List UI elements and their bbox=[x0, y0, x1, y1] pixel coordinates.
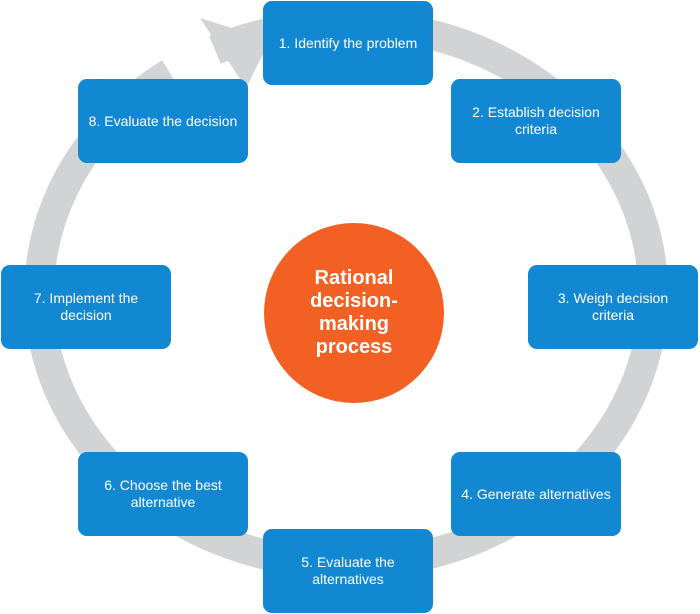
step-7-implement-decision: 7. Implement the decision bbox=[1, 265, 171, 349]
step-1-label: 1. Identify the problem bbox=[278, 34, 418, 51]
step-2-establish-criteria: 2. Establish decision criteria bbox=[451, 79, 621, 163]
step-3-label: 3. Weigh decision criteria bbox=[557, 290, 669, 323]
step-5-evaluate-alternatives: 5. Evaluate the alternatives bbox=[263, 529, 433, 613]
step-3-weigh-criteria: 3. Weigh decision criteria bbox=[528, 265, 698, 349]
step-7-label: 7. Implement the decision bbox=[33, 290, 139, 323]
step-4-generate-alternatives: 4. Generate alternatives bbox=[451, 452, 621, 536]
step-8-label: 8. Evaluate the decision bbox=[88, 112, 238, 129]
step-5-label: 5. Evaluate the alternatives bbox=[301, 554, 395, 587]
step-1-identify-problem: 1. Identify the problem bbox=[263, 1, 433, 85]
step-4-label: 4. Generate alternatives bbox=[461, 485, 611, 502]
center-label: Rational decision-making process bbox=[310, 267, 398, 358]
step-6-choose-alternative: 6. Choose the best alternative bbox=[78, 452, 248, 536]
step-6-label: 6. Choose the best alternative bbox=[104, 477, 222, 510]
step-8-evaluate-decision: 8. Evaluate the decision bbox=[78, 79, 248, 163]
step-2-label: 2. Establish decision criteria bbox=[472, 104, 600, 137]
cycle-arrowhead-icon bbox=[200, 18, 270, 88]
center-process-circle: Rational decision-making process bbox=[264, 223, 444, 403]
